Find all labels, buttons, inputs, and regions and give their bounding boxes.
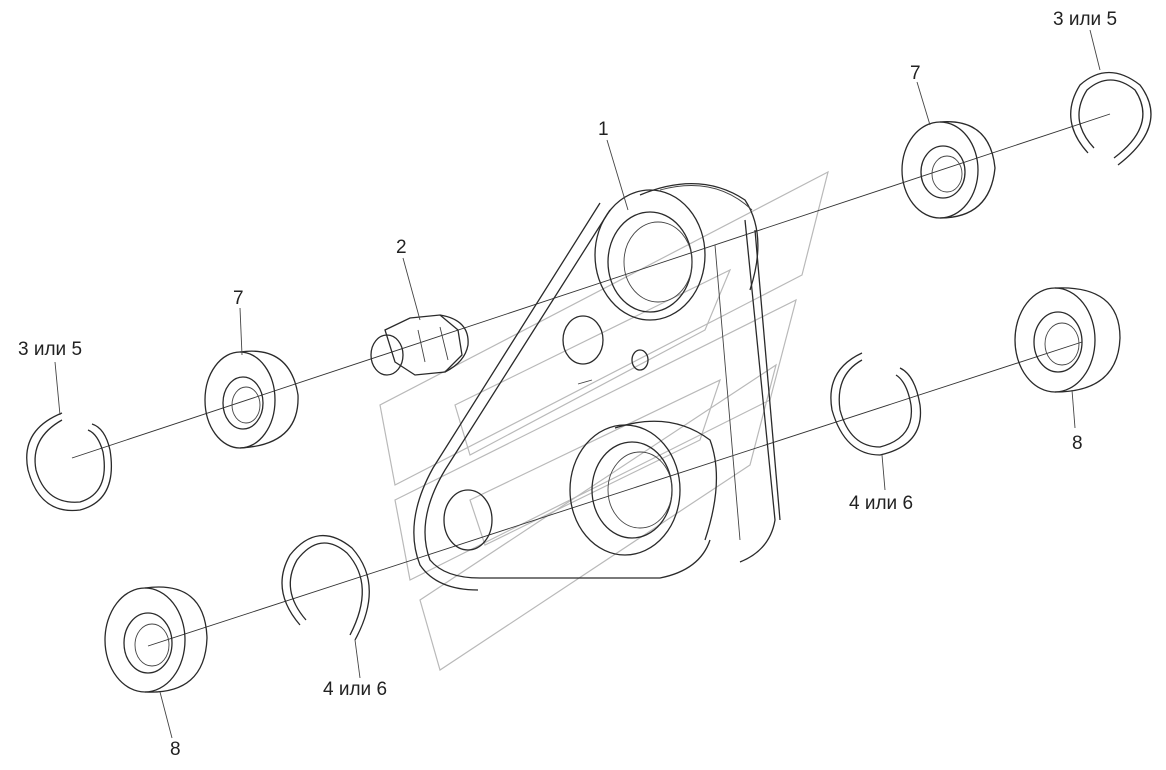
label-ring-left-lower: 4 или 6	[323, 679, 388, 700]
bearing-right-lower	[1014, 287, 1121, 393]
label-bracket: 1	[598, 119, 609, 140]
ring-left-upper	[26, 412, 113, 512]
label-ring-right-upper: 3 или 5	[1053, 9, 1118, 30]
label-nut: 2	[396, 237, 407, 258]
ring-right-lower	[830, 352, 922, 456]
bracket-body	[413, 182, 781, 591]
lower-axis-line	[147, 341, 1083, 647]
bearing-left-lower	[104, 586, 208, 693]
label-bearing-left-lower: 8	[170, 739, 181, 760]
nut	[370, 314, 469, 376]
label-bearing-right-lower: 8	[1072, 433, 1083, 454]
ring-right-upper	[1070, 72, 1152, 166]
small-hole	[631, 349, 649, 371]
label-bearing-right-upper: 7	[910, 63, 921, 84]
label-ring-left-upper: 3 или 5	[18, 339, 83, 360]
label-bearing-left-upper: 7	[233, 288, 244, 309]
leader-lines	[54, 29, 1101, 739]
ring-left-lower	[281, 534, 370, 641]
watermark-logo	[379, 170, 829, 671]
lower-left-hole	[443, 489, 493, 551]
bearing-left-upper	[204, 350, 299, 449]
label-ring-right-lower: 4 или 6	[849, 493, 914, 514]
side-hole	[562, 315, 604, 365]
upper-bore-outer	[594, 189, 706, 321]
upper-axis-line	[71, 113, 1111, 459]
bearing-right-upper	[901, 121, 996, 219]
